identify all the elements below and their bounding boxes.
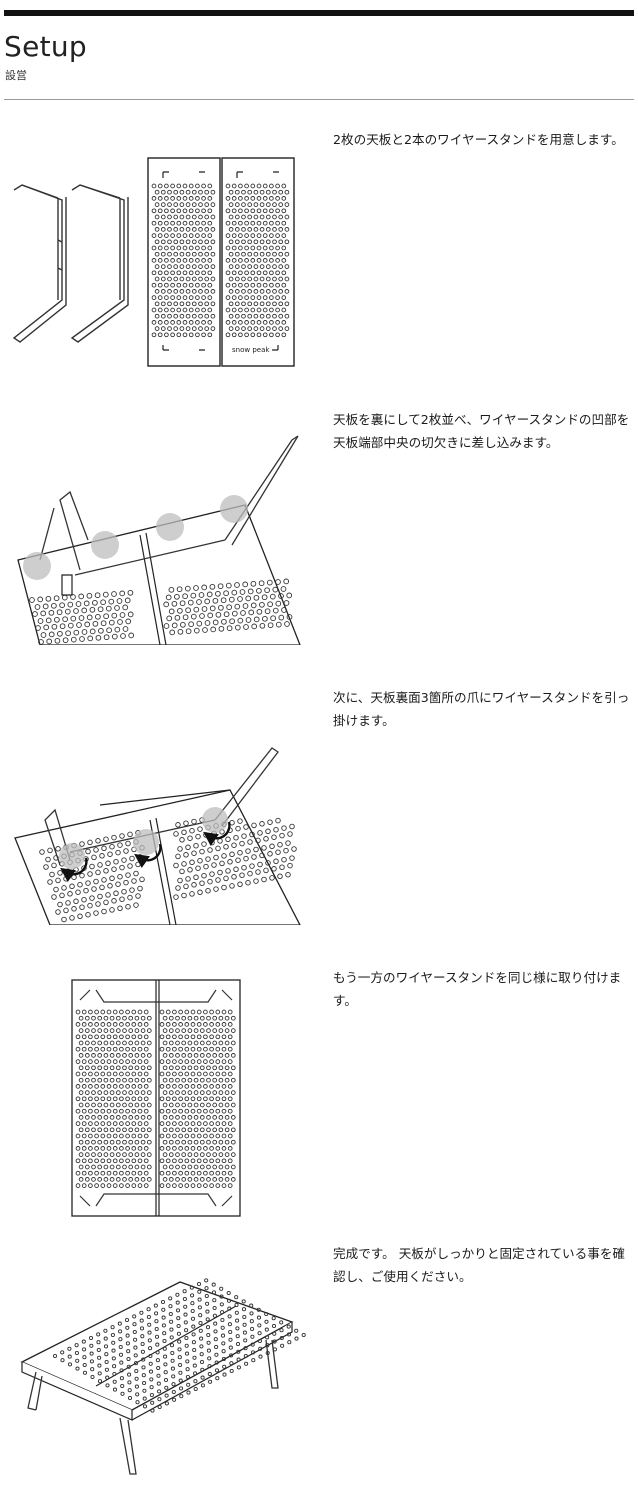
table-plate-right: snow peak xyxy=(221,157,295,367)
page-subtitle: 設営 xyxy=(5,69,27,82)
hook-point-markers xyxy=(59,807,228,869)
step-5-illustration xyxy=(20,1278,306,1475)
step-5-text: 完成です。 天板がしっかりと固定されている事を確認し、ご使用ください。 xyxy=(333,1246,626,1284)
rotate-arrow-icons xyxy=(60,821,231,883)
step-2-text: 天板を裏にして2枚並べ、ワイヤースタンドの凹部を天板端部中央の切欠きに差し込みま… xyxy=(333,412,630,450)
wire-stand-right xyxy=(70,184,129,343)
assembled-table-top-view xyxy=(71,979,241,1217)
insertion-point-markers xyxy=(23,495,248,580)
step-2-illustration xyxy=(17,435,301,645)
completed-table xyxy=(20,1278,306,1475)
top-rule xyxy=(4,10,634,16)
step-4-illustration xyxy=(71,979,241,1217)
step-4-text: もう一方のワイヤースタンドを同じ様に取り付けます。 xyxy=(333,970,622,1008)
page-title: Setup xyxy=(4,30,87,63)
wire-stand xyxy=(39,435,299,576)
wire-stand-left xyxy=(12,184,67,343)
header-divider xyxy=(4,99,634,100)
step-1-illustration: snow peak xyxy=(12,157,295,367)
step-3-illustration xyxy=(14,747,301,925)
snow-peak-logo: snow peak xyxy=(232,346,270,354)
table-legs xyxy=(27,1339,279,1475)
step-3-text: 次に、天板裏面3箇所の爪にワイヤースタンドを引っ掛けます。 xyxy=(333,690,630,728)
table-plate-left xyxy=(147,157,221,367)
plate-holes xyxy=(29,578,293,645)
step-1-text: 2枚の天板と2本のワイヤースタンドを用意します。 xyxy=(333,132,624,147)
